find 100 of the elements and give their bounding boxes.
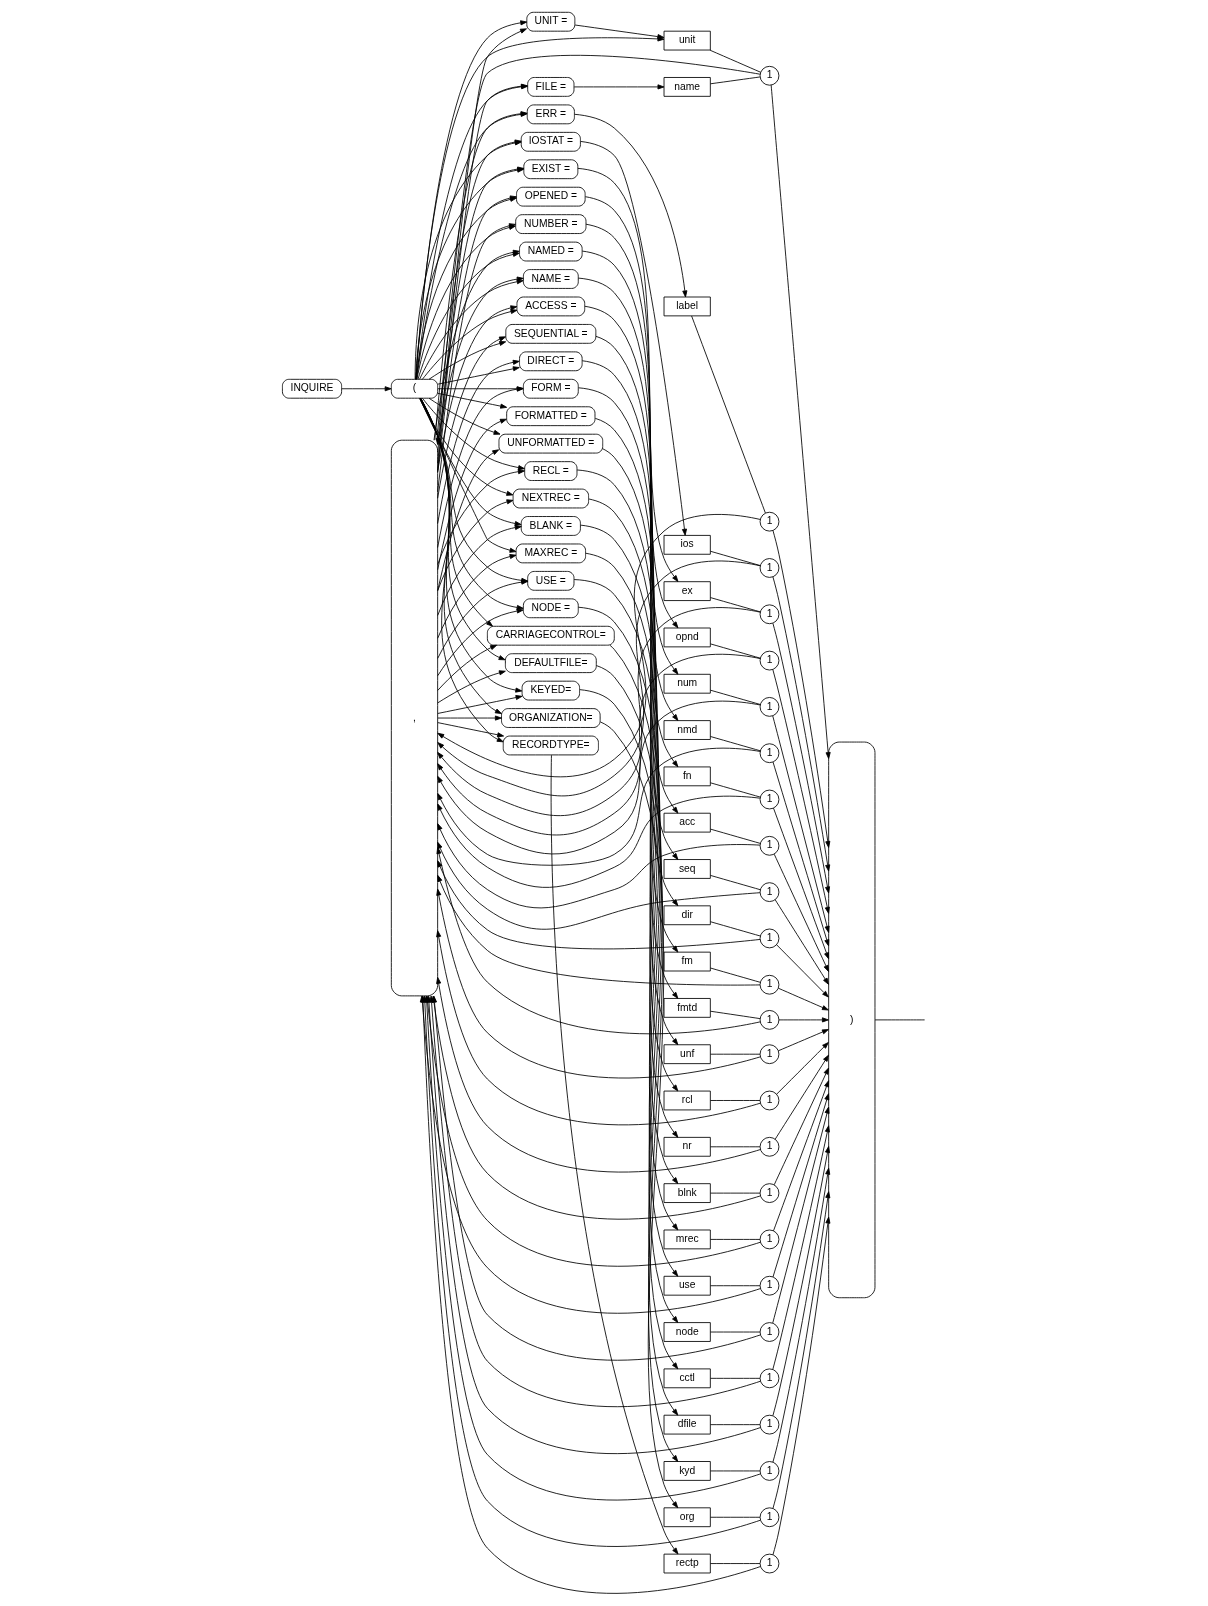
node-box: FILE = — [527, 77, 575, 97]
node-circle: 1 — [759, 1553, 780, 1574]
node-circle: 1 — [759, 1461, 780, 1481]
arrow — [437, 841, 761, 930]
connector — [710, 736, 761, 752]
node-circle: 1 — [759, 882, 780, 902]
node-box: rectp — [663, 1553, 711, 1574]
arrow — [420, 397, 506, 661]
arrow — [420, 397, 523, 693]
arrow — [421, 397, 525, 471]
connector — [710, 1516, 761, 1518]
arrow — [585, 223, 679, 675]
node-circle: 1 — [759, 1507, 780, 1528]
connector — [691, 315, 766, 514]
arrow — [778, 1017, 829, 1023]
node-box: unit — [663, 30, 711, 51]
arrow — [419, 279, 524, 380]
arrow — [776, 1042, 829, 1095]
arrow — [437, 823, 761, 909]
arrow — [437, 525, 522, 616]
arrow — [436, 888, 761, 1079]
node-circle: 1 — [759, 1368, 780, 1389]
node-circle: 1 — [759, 558, 780, 578]
connector — [710, 1563, 761, 1564]
node-circle: 1 — [759, 697, 780, 717]
node-box: RECL = — [524, 461, 578, 481]
arrow — [436, 930, 761, 1126]
node-box: USE = — [527, 571, 575, 591]
arrow — [773, 807, 830, 960]
node-box: dir — [663, 905, 711, 926]
node-box: nr — [663, 1136, 711, 1157]
arrow — [437, 670, 506, 704]
connector — [709, 49, 762, 73]
node-box: NEXTREC = — [512, 488, 589, 509]
arrow — [436, 977, 761, 1173]
node-box: mrec — [663, 1229, 711, 1250]
node-box: ( — [390, 378, 439, 399]
connector — [710, 1470, 761, 1472]
arrow — [772, 622, 831, 894]
connector — [710, 1146, 761, 1148]
connector — [710, 1285, 761, 1287]
node-box: num — [663, 673, 711, 694]
node-box: use — [663, 1275, 711, 1296]
node-box: blnk — [663, 1183, 711, 1203]
arrow — [437, 499, 514, 591]
arrow — [437, 554, 517, 639]
arrow — [437, 469, 525, 565]
arrow — [421, 309, 518, 380]
connector — [710, 1053, 761, 1055]
arrow — [581, 250, 679, 721]
arrow — [573, 84, 665, 90]
connector — [710, 1239, 761, 1240]
arrow — [773, 1067, 829, 1186]
arrow — [602, 448, 679, 1046]
arrow — [772, 1106, 830, 1324]
node-circle: 1 — [759, 650, 780, 671]
node-box: BLANK = — [520, 516, 581, 536]
arrow — [428, 397, 501, 435]
node-circle: 1 — [759, 65, 780, 86]
connector — [710, 1377, 761, 1379]
arrow — [428, 340, 507, 380]
node-circle: 1 — [759, 789, 780, 810]
arrow — [437, 700, 761, 855]
connector — [710, 76, 761, 85]
node-box: ACCESS = — [516, 296, 586, 317]
arrow — [772, 1216, 831, 1556]
node-circle: 1 — [759, 1136, 780, 1157]
node-box: UNFORMATTED = — [498, 433, 604, 454]
node-circle: 1 — [759, 743, 780, 764]
node-box: EXIST = — [523, 159, 579, 180]
node-box: fn — [663, 766, 711, 787]
arrow — [772, 761, 830, 947]
node-box: NUMBER = — [515, 214, 587, 234]
connector — [710, 921, 761, 937]
arrow — [772, 576, 831, 872]
node-box: FORMATTED = — [506, 406, 596, 427]
connector — [710, 875, 761, 891]
arrow — [774, 1054, 829, 1140]
arrow — [609, 644, 679, 1370]
node-box: UNIT = — [526, 11, 576, 32]
node-box: name — [663, 77, 711, 97]
arrow — [437, 722, 505, 738]
node-box: FORM = — [522, 378, 579, 399]
connector — [710, 1192, 761, 1194]
arrow — [436, 847, 761, 1035]
arrow — [772, 1093, 830, 1278]
node-box: INQUIRE — [282, 378, 343, 399]
arrow — [772, 1125, 830, 1370]
connector — [710, 967, 761, 983]
arrow — [437, 449, 500, 592]
node-circle: 1 — [759, 1229, 780, 1250]
node-box: ERR = — [526, 104, 575, 125]
node-circle: 1 — [759, 1090, 780, 1111]
arrow — [419, 398, 522, 527]
node-circle: 1 — [759, 1322, 780, 1342]
arrow — [772, 669, 830, 914]
node-box: ex — [663, 581, 711, 601]
arrow — [595, 335, 679, 860]
node-box: MAXREC = — [515, 543, 586, 564]
node-box: KEYED= — [521, 680, 580, 701]
